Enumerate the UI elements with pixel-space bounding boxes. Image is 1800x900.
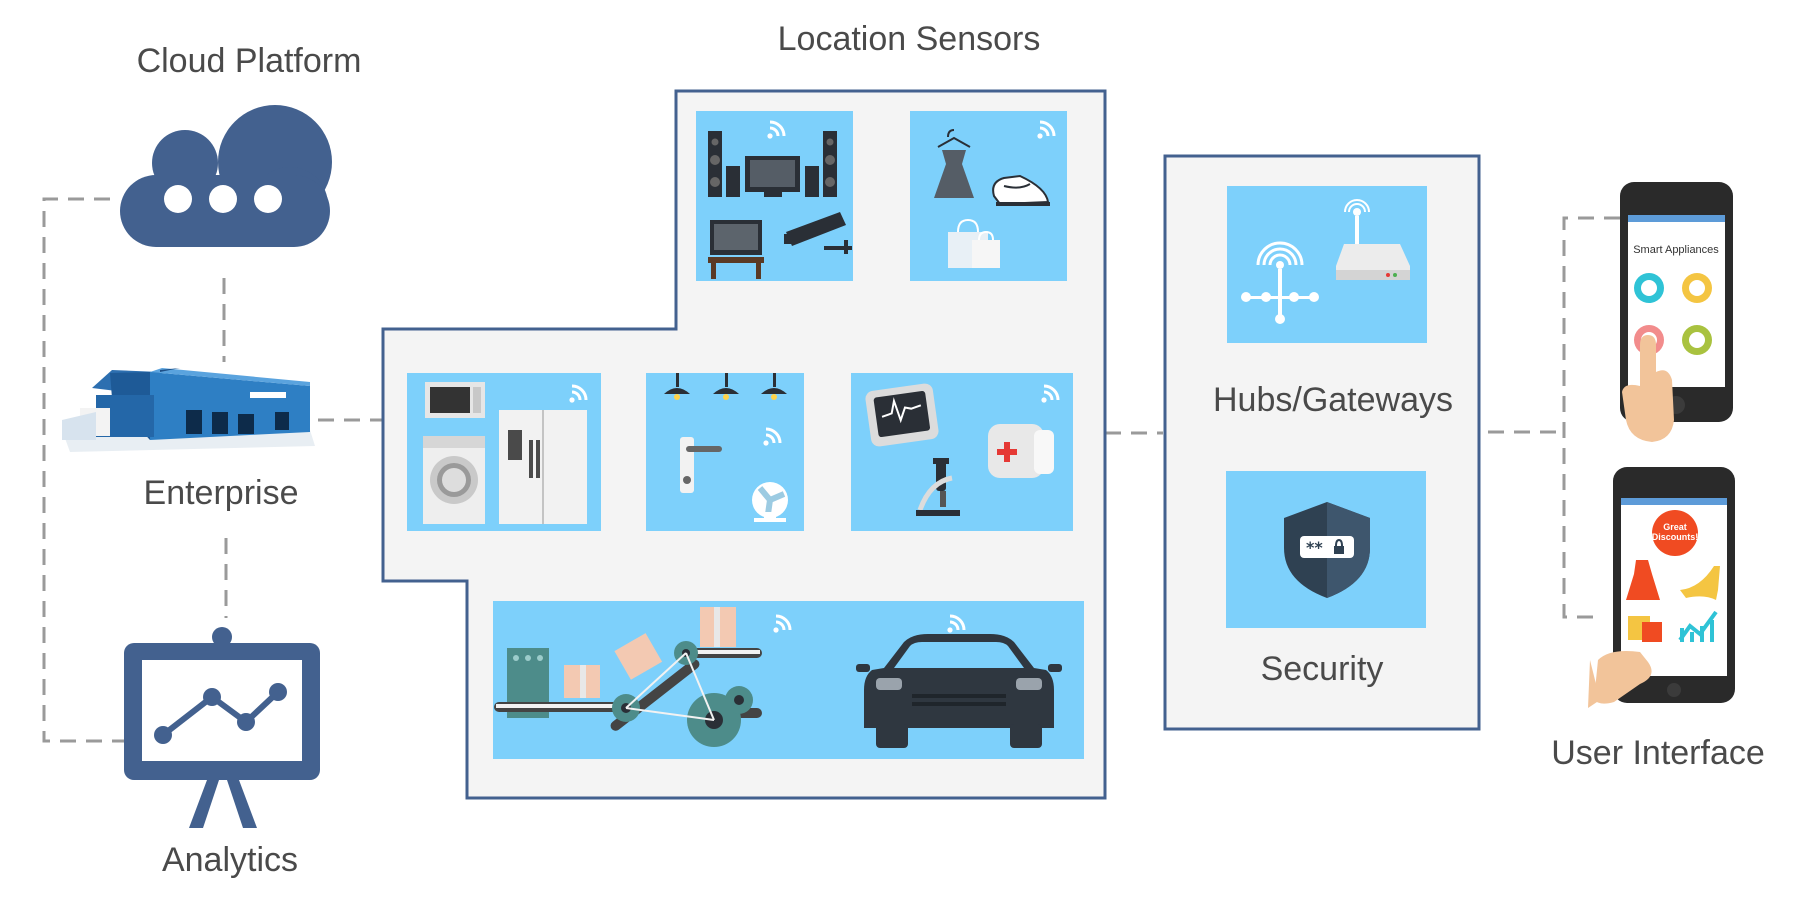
sensor-tile-retail: [910, 111, 1067, 281]
sensor-tile-healthcare: [851, 373, 1073, 531]
phone-app-title: Smart Appliances: [1633, 244, 1719, 256]
sensor-tile-industry-transport: [493, 601, 1084, 759]
shopping-phone: [1588, 467, 1735, 708]
enterprise-label: Enterprise: [143, 474, 299, 512]
hub-tile: [1227, 186, 1427, 343]
cloud-analytics-connector: [42, 197, 124, 743]
discount-badge: Great Discounts!: [1652, 510, 1698, 556]
user-interface-label: User Interface: [1551, 734, 1765, 772]
sensor-tile-home-appliances: [407, 373, 601, 531]
security-label: Security: [1260, 650, 1384, 688]
connectors: [42, 197, 1620, 743]
sensor-tile-entertainment: [696, 111, 853, 281]
ui-bracket-connector: [1562, 216, 1620, 619]
security-tile: **: [1226, 471, 1426, 628]
warehouse-icon: [62, 368, 315, 452]
presentation-board-icon: [124, 627, 320, 828]
svg-text:**: **: [1306, 538, 1323, 557]
cloud-platform: [120, 105, 332, 247]
hubs-gateways-label: Hubs/Gateways: [1213, 381, 1453, 419]
cloud-icon: [120, 105, 332, 247]
shield-lock-icon: **: [1284, 502, 1370, 598]
sensor-tile-building: [646, 373, 804, 531]
location-sensors-label: Location Sensors: [777, 20, 1041, 58]
analytics-label: Analytics: [161, 841, 299, 879]
smart-appliances-phone: [1620, 182, 1733, 442]
cloud-platform-label: Cloud Platform: [136, 42, 362, 80]
